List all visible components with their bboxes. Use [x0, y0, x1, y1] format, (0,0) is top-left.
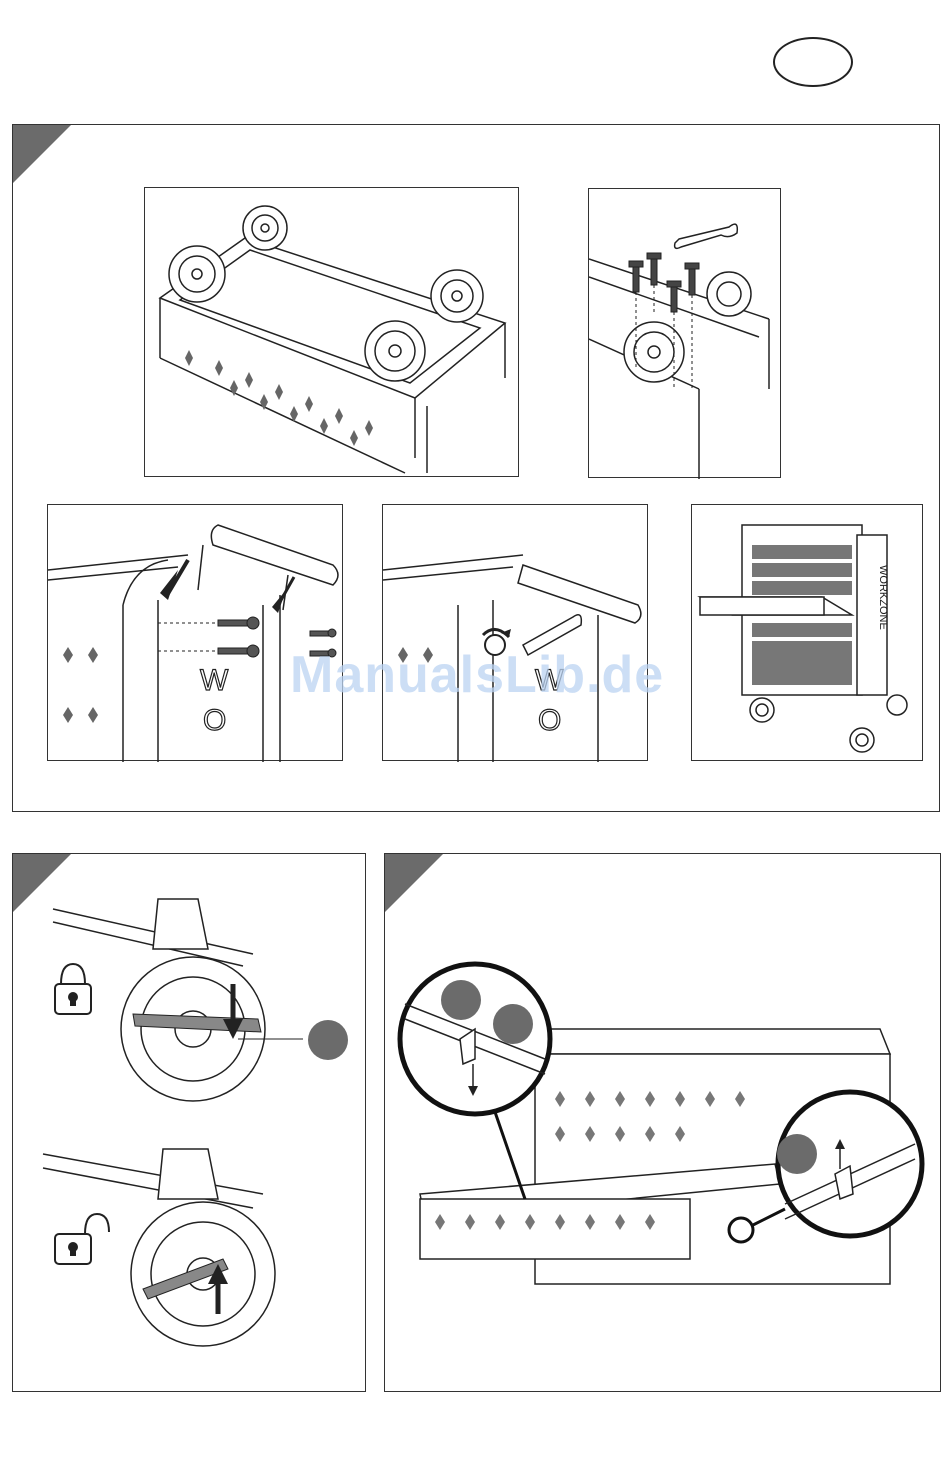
- callout-marker-rail-1: [441, 980, 481, 1020]
- svg-text:O: O: [538, 704, 561, 737]
- figure-handle-mounting: W O: [47, 504, 343, 761]
- figure-handle-tightening: W O: [382, 504, 648, 761]
- wrench-icon: [675, 224, 738, 248]
- padlock-closed-icon: [55, 964, 91, 1014]
- step-corner-marker: [13, 125, 71, 183]
- step-panel-caster-brake: [12, 853, 366, 1392]
- cabinet-side-letters: W: [200, 664, 229, 697]
- step-panel-drawer-removal: [384, 853, 941, 1392]
- figure-completed-cabinet: WORKZONE: [691, 504, 923, 761]
- padlock-open-icon: [55, 1214, 109, 1264]
- callout-marker-brake: [308, 1020, 348, 1060]
- cabinet-brand-vertical: WORKZONE: [877, 565, 889, 630]
- language-badge: [773, 37, 853, 87]
- svg-text:O: O: [203, 704, 226, 737]
- callout-marker-rail-2: [493, 1004, 533, 1044]
- figure-base-with-casters: [144, 187, 519, 477]
- watermark: ManualsLib.de: [290, 645, 664, 705]
- figure-bolting-casters: [588, 188, 781, 478]
- callout-marker-rail-3: [777, 1134, 817, 1174]
